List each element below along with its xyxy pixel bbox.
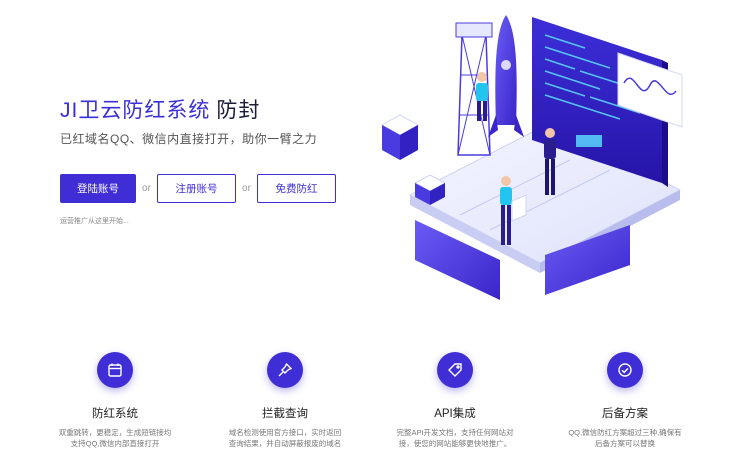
feature-title: API集成 [434, 408, 476, 420]
feature-title: 防红系统 [92, 408, 138, 420]
feature-list: 防红系统 双重跳转，更稳定，生成短链接均支持QQ,微信内部直接打开 拦截查询 域… [40, 352, 700, 467]
title-main: JI卫云防红系统 [60, 99, 211, 122]
feature-desc: QQ,微信防红方案超过三种,确保有后备方案可以替换 [568, 428, 682, 448]
page-title: JI卫云防红系统防封 [60, 94, 260, 124]
register-button[interactable]: 注册账号 [157, 173, 236, 203]
hero-section: JI卫云防红系统防封 已红域名QQ、微信内直接打开，助你一臂之力 登陆账号 or… [60, 15, 683, 300]
feature-desc: 域名检测使用官方接口，实时返回查询结果，并自动屏蔽报废的域名 [228, 428, 342, 448]
feature-backup-plan: 后备方案 QQ,微信防红方案超过三种,确保有后备方案可以替换 [550, 352, 700, 467]
title-sub: 防封 [216, 99, 261, 122]
action-buttons: 登陆账号 or 注册账号 or 免费防红 [60, 173, 336, 203]
login-button[interactable]: 登陆账号 [60, 173, 136, 203]
feature-intercept-query: 拦截查询 域名检测使用官方接口，实时返回查询结果，并自动屏蔽报废的域名 [210, 352, 360, 467]
or-separator: or [142, 182, 151, 194]
hint-text: 运营推广从这里开始... [60, 218, 129, 225]
hero-illustration [380, 15, 683, 300]
slogan-text: 已红域名QQ、微信内直接打开，助你一臂之力 [60, 132, 318, 146]
feature-title: 拦截查询 [262, 408, 308, 420]
feature-desc: 双重跳转，更稳定，生成短链接均支持QQ,微信内部直接打开 [58, 428, 172, 448]
feature-title: 后备方案 [602, 408, 648, 420]
tag-icon [437, 352, 473, 388]
pin-icon [267, 352, 303, 388]
feature-desc: 完整API开发文档，支持任何网站对接，使您的网站能够更快地推广。 [396, 428, 514, 448]
check-circle-icon [607, 352, 643, 388]
free-antiblock-button[interactable]: 免费防红 [257, 173, 336, 203]
calendar-icon [97, 352, 133, 388]
feature-antiblock: 防红系统 双重跳转，更稳定，生成短链接均支持QQ,微信内部直接打开 [40, 352, 190, 467]
feature-api: API集成 完整API开发文档，支持任何网站对接，使您的网站能够更快地推广。 [380, 352, 530, 467]
or-separator: or [242, 182, 251, 194]
